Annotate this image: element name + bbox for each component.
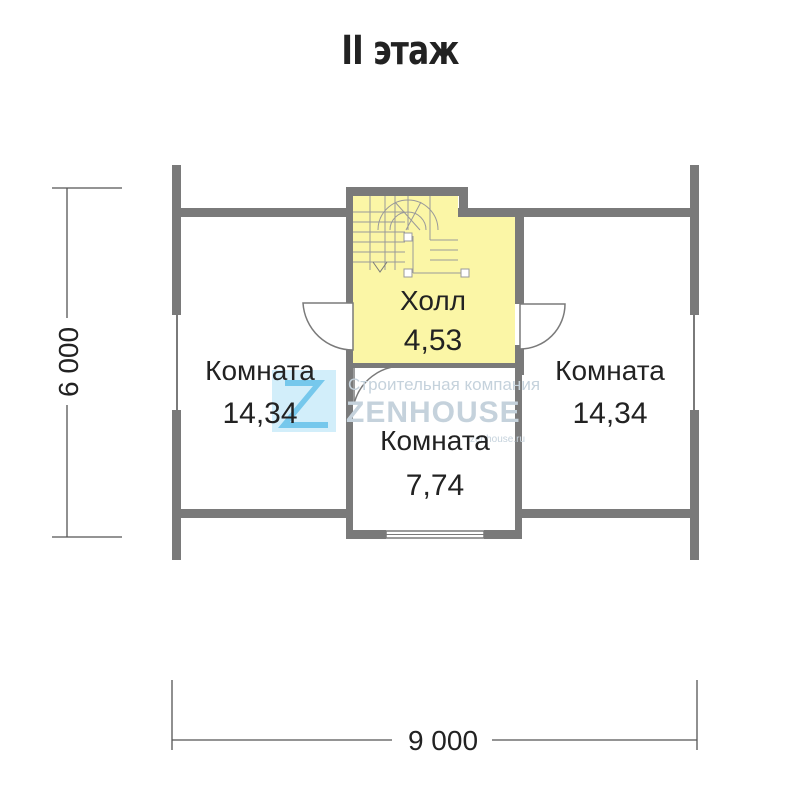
room-left-name: Комната <box>205 355 315 386</box>
dimension-height-label: 6 000 <box>53 327 84 397</box>
dimension-width-label: 9 000 <box>408 725 478 756</box>
dimension-height <box>52 187 122 538</box>
room-small-name: Комната <box>380 425 490 456</box>
room-right-area: 14,34 <box>572 397 647 430</box>
dimension-width <box>171 680 698 750</box>
room-right-name: Комната <box>555 355 665 386</box>
door-left <box>302 302 354 351</box>
hall-name: Холл <box>400 285 466 316</box>
hall-area: 4,53 <box>404 324 462 357</box>
door-right <box>519 303 566 350</box>
watermark: Строительная компания ZENHOUSE zenhouse.… <box>272 370 540 445</box>
staircase <box>353 196 470 278</box>
hall-fill <box>353 196 515 365</box>
watermark-company: Строительная компания <box>348 375 540 394</box>
watermark-brand: ZENHOUSE <box>346 396 521 429</box>
window <box>385 530 485 539</box>
door-small-room <box>353 365 405 405</box>
room-small-area: 7,74 <box>406 469 464 502</box>
floor-title: II этаж <box>341 28 459 74</box>
walls <box>172 165 699 560</box>
room-left-area: 14,34 <box>222 397 297 430</box>
watermark-url: zenhouse.ru <box>470 434 525 445</box>
